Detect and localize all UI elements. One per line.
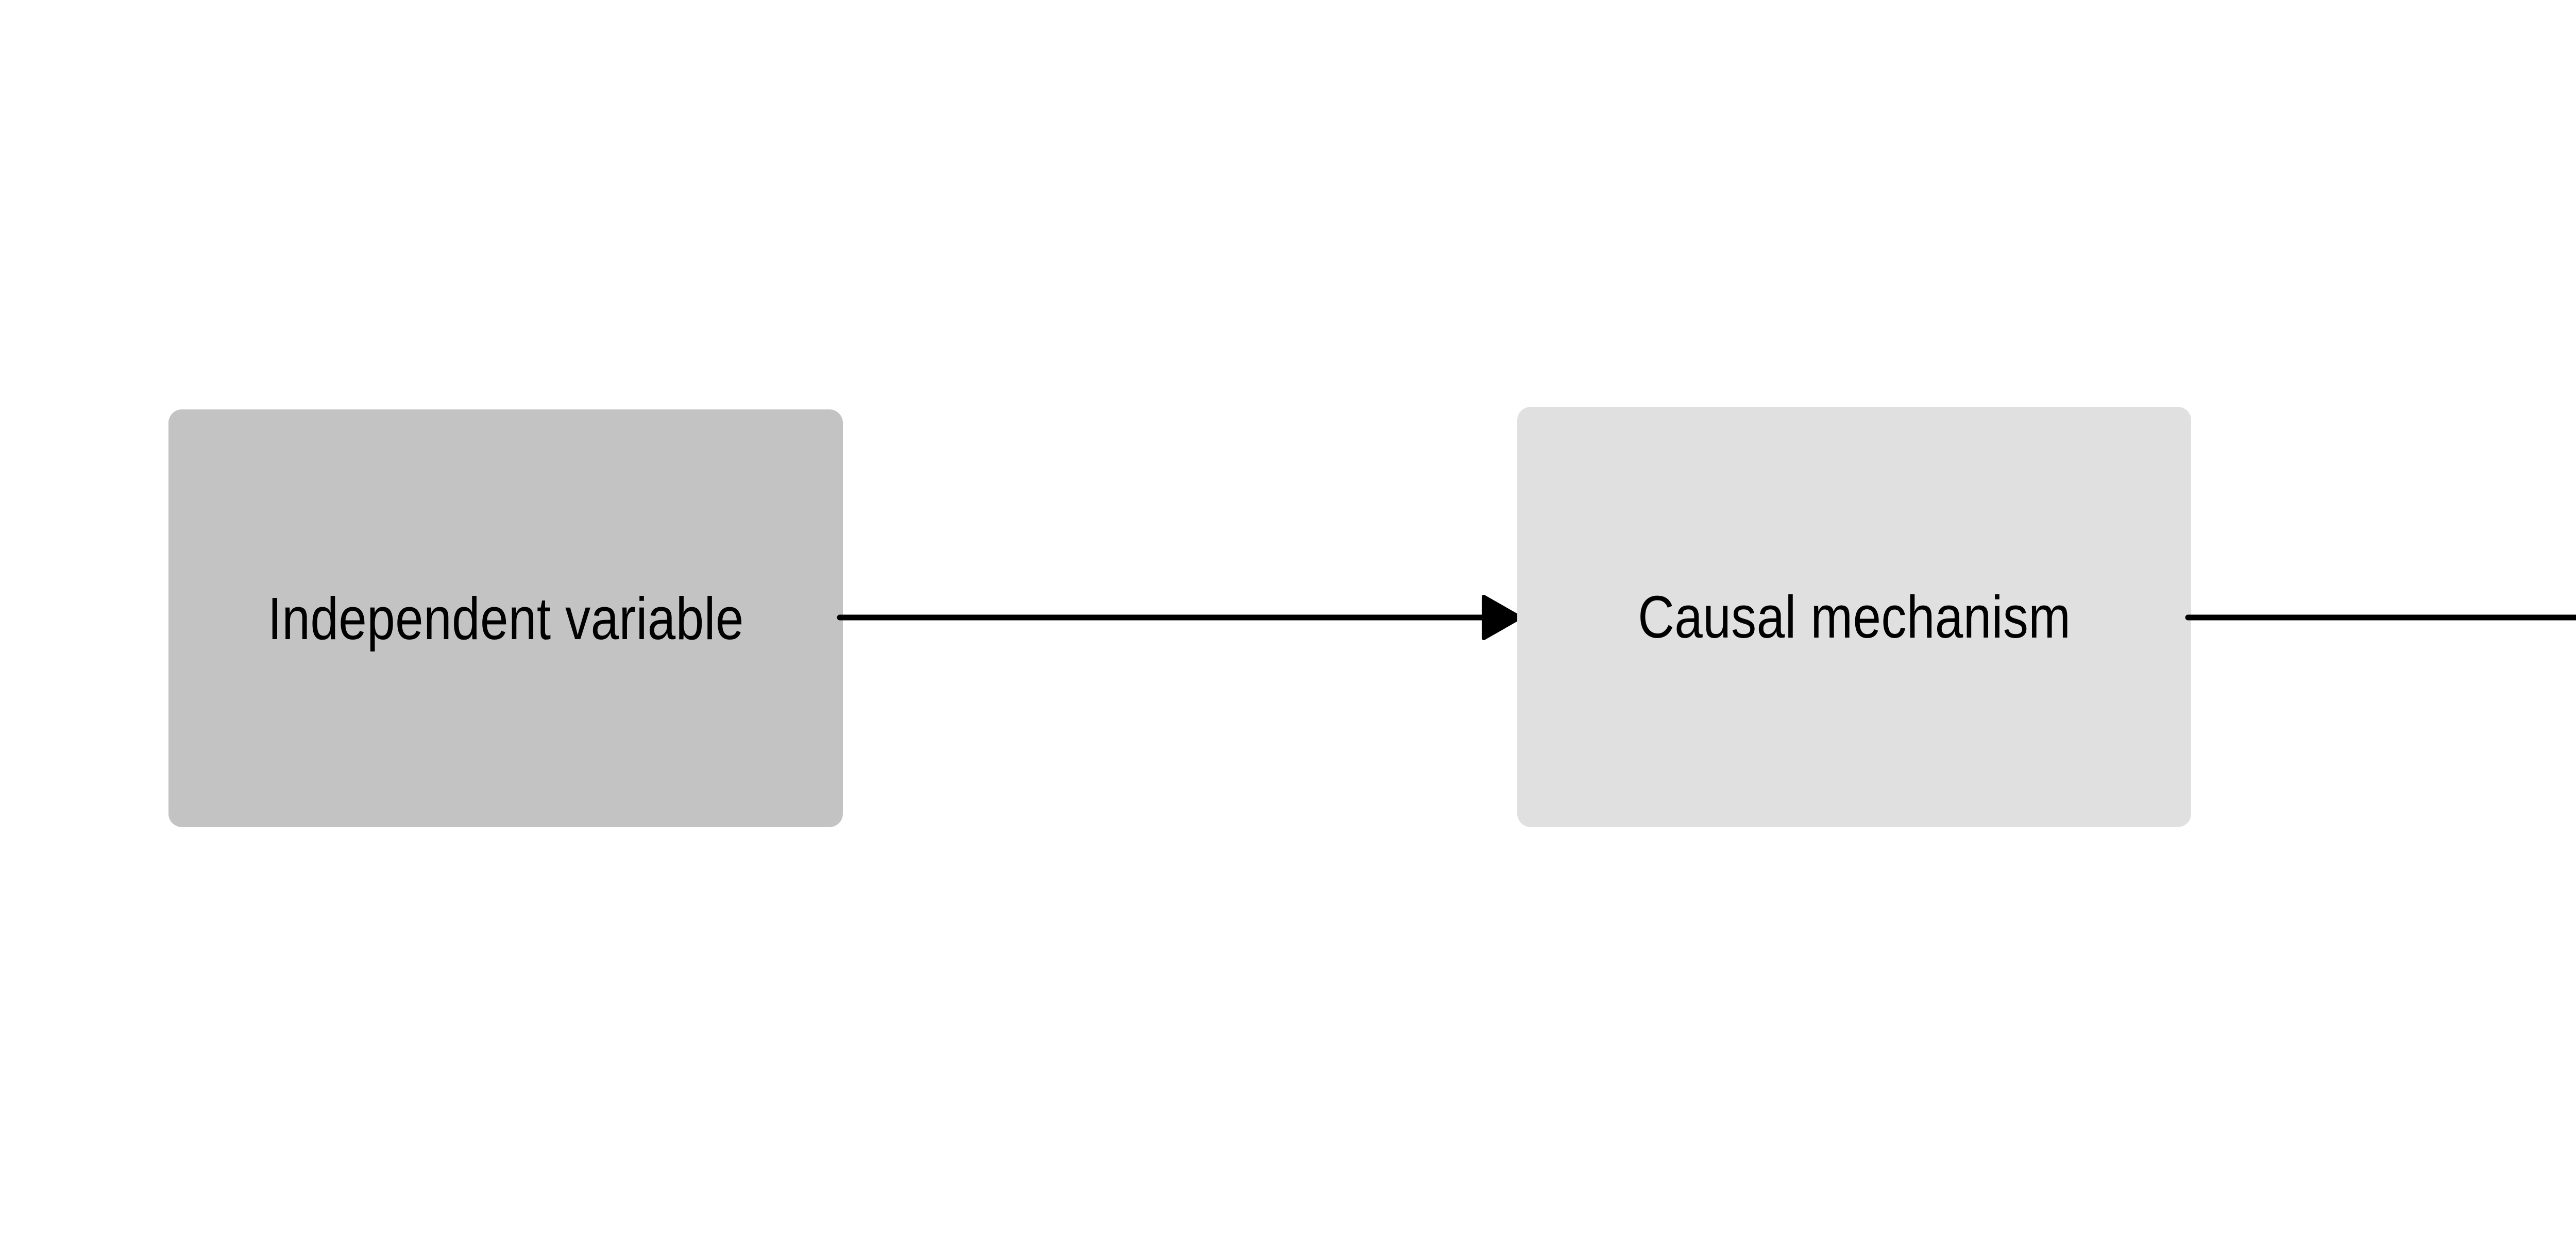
node-independent-variable[interactable]: Independent variable (168, 409, 843, 827)
node-causal-mechanism-label: Causal mechanism (1637, 583, 2071, 650)
edge-arrowhead (1482, 595, 1522, 640)
edge-independent-to-causal (837, 587, 1522, 649)
edge-causal-to-dependent (2185, 587, 2576, 649)
arrow-right-icon (2185, 614, 2576, 621)
node-causal-mechanism[interactable]: Causal mechanism (1517, 407, 2191, 827)
arrow-right-icon (837, 595, 1522, 640)
node-independent-variable-label: Independent variable (267, 585, 744, 652)
